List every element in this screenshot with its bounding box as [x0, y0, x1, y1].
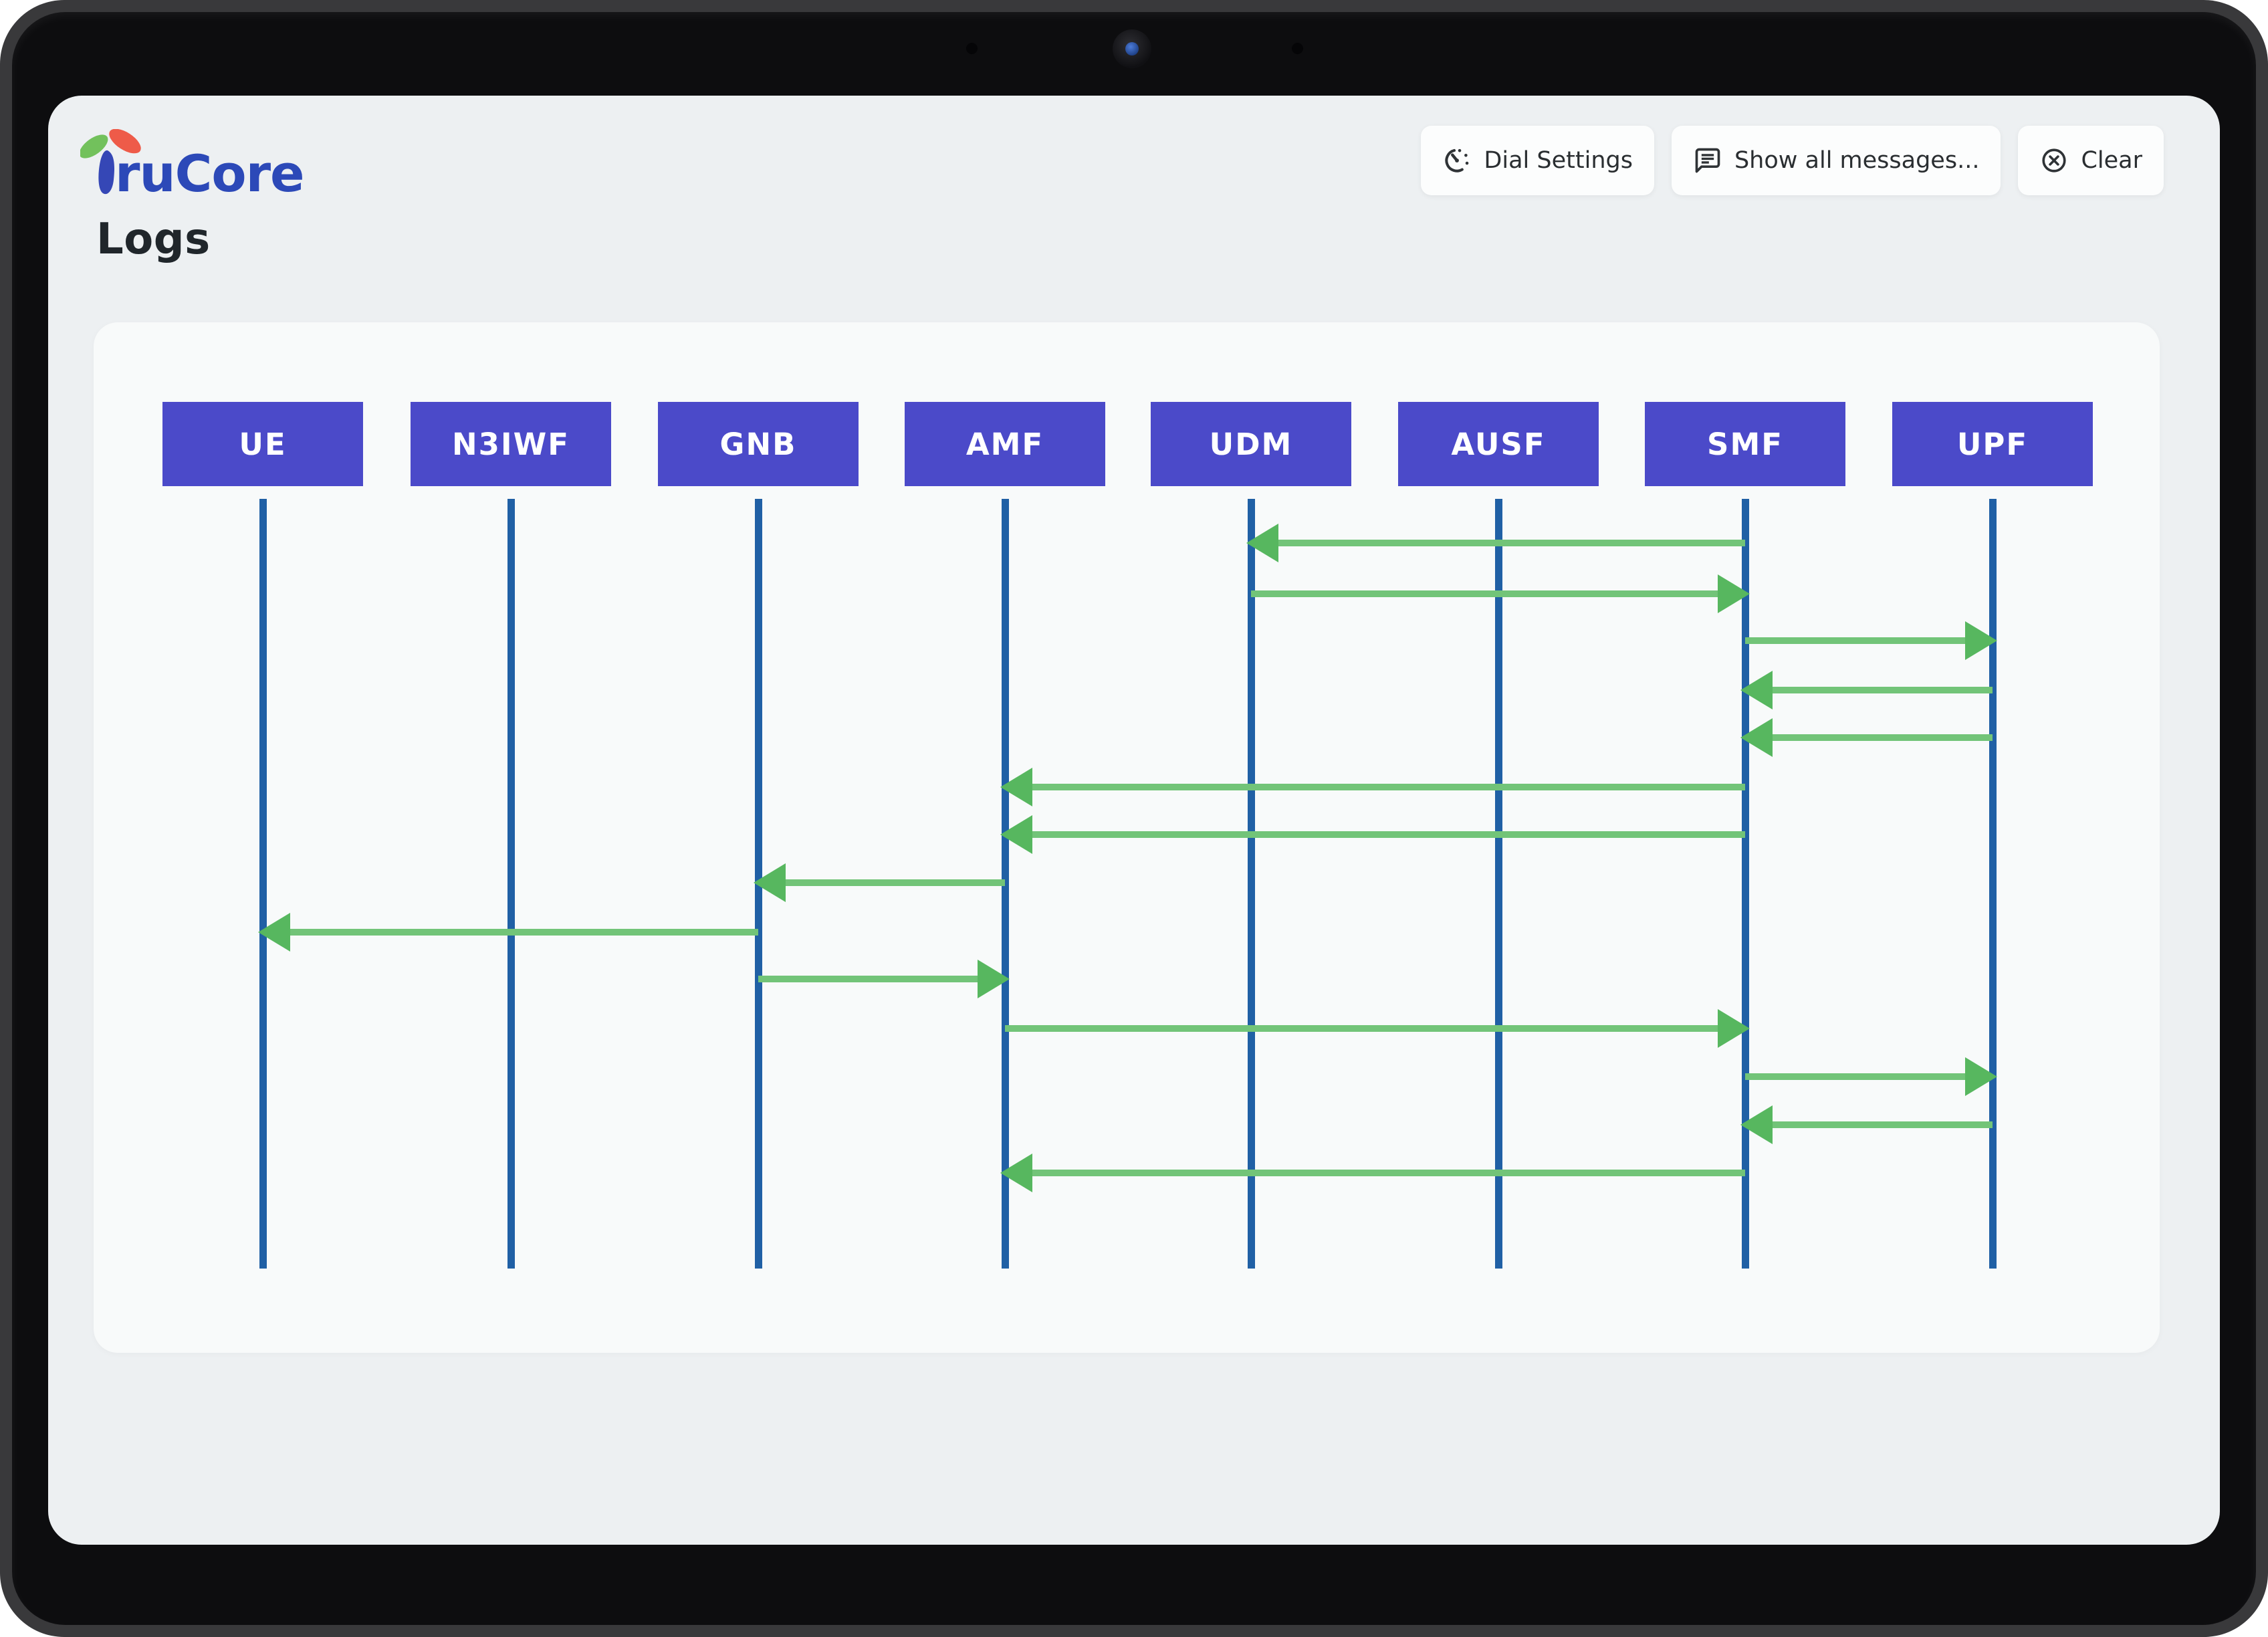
message-arrow-head: [1718, 1009, 1750, 1048]
entity-label: UPF: [1956, 426, 2029, 462]
show-all-messages-label: Show all messages...: [1734, 147, 1980, 174]
message-arrow-head: [258, 913, 290, 952]
message-arrow-shaft: [1745, 1073, 1965, 1080]
dial-settings-button[interactable]: Dial Settings: [1421, 126, 1654, 195]
entity-label: SMF: [1707, 426, 1783, 462]
trucore-logo: ruCore: [80, 129, 305, 203]
lifeline-ausf: [1494, 499, 1502, 1269]
entity-label: AUSF: [1451, 426, 1546, 462]
message-arrow-shaft: [1032, 784, 1745, 790]
lifeline-amf: [1001, 499, 1009, 1269]
entity-box-udm: UDM: [1151, 402, 1351, 486]
message-arrow-head: [1740, 671, 1773, 710]
message-arrow-shaft: [290, 929, 758, 936]
front-camera: [1113, 29, 1151, 68]
message-arrow-head: [1000, 815, 1032, 854]
message-square-icon: [1695, 148, 1720, 173]
message-arrow-shaft: [1773, 734, 1993, 741]
message-arrow-shaft: [758, 976, 978, 982]
logo-text: ruCore: [115, 144, 304, 203]
message-arrow-head: [1965, 621, 1997, 660]
message-arrow-head: [1000, 1154, 1032, 1192]
message-arrow-shaft: [1278, 540, 1745, 546]
message-arrow-head: [1740, 718, 1773, 757]
message-arrow-head: [754, 863, 786, 902]
entity-box-gnb: GNB: [658, 402, 859, 486]
entity-label: UDM: [1209, 426, 1293, 462]
message-arrow-shaft: [1773, 687, 1993, 693]
mic-dot-right: [1292, 43, 1303, 54]
message-arrow-shaft: [1773, 1121, 1993, 1128]
lifeline-ue: [259, 499, 267, 1269]
message-arrow-head: [1246, 524, 1278, 562]
message-arrow-head: [978, 960, 1010, 998]
entity-label: UE: [239, 426, 287, 462]
entity-box-ausf: AUSF: [1398, 402, 1599, 486]
mic-dot-left: [966, 43, 978, 54]
clear-label: Clear: [2081, 147, 2142, 174]
logo-leaf-red: [109, 129, 141, 154]
entity-label: N3IWF: [451, 426, 570, 462]
page-title: Logs: [96, 215, 211, 264]
message-arrow-shaft: [1032, 1170, 1745, 1176]
lifeline-udm: [1247, 499, 1255, 1269]
show-all-messages-button[interactable]: Show all messages...: [1671, 126, 2001, 195]
logo-stem: [98, 150, 115, 195]
message-arrow-shaft: [1032, 831, 1745, 838]
entity-label: AMF: [966, 426, 1044, 462]
dial-settings-label: Dial Settings: [1484, 147, 1633, 174]
app-screen: ruCore Logs Dial Settings: [48, 96, 2220, 1545]
entity-box-amf: AMF: [905, 402, 1105, 486]
message-arrow-shaft: [1251, 590, 1718, 597]
entity-label: GNB: [719, 426, 797, 462]
entity-box-n3iwf: N3IWF: [411, 402, 611, 486]
message-arrow-head: [1718, 574, 1750, 613]
message-arrow-head: [1740, 1105, 1773, 1144]
x-circle-icon: [2042, 148, 2067, 173]
clear-button[interactable]: Clear: [2018, 126, 2164, 195]
message-arrow-shaft: [786, 879, 1005, 886]
lifeline-upf: [1989, 499, 1997, 1269]
entity-box-smf: SMF: [1645, 402, 1845, 486]
toolbar: Dial Settings Show all messages... Clear: [1421, 126, 2164, 195]
message-arrow-head: [1965, 1057, 1997, 1096]
entity-box-upf: UPF: [1892, 402, 2093, 486]
camera-lens-icon: [1125, 42, 1139, 56]
sequence-diagram-panel: UE N3IWF GNB AMF UDM AUSF SMF UPF: [94, 322, 2160, 1353]
message-arrow-shaft: [1005, 1025, 1718, 1032]
message-arrow-head: [1000, 768, 1032, 806]
lifeline-n3iwf: [507, 499, 515, 1269]
logo-leaf-green: [80, 134, 108, 158]
message-arrow-shaft: [1745, 637, 1965, 644]
entity-box-ue: UE: [162, 402, 363, 486]
timer-dial-icon: [1445, 148, 1469, 173]
lifeline-smf: [1741, 499, 1749, 1269]
